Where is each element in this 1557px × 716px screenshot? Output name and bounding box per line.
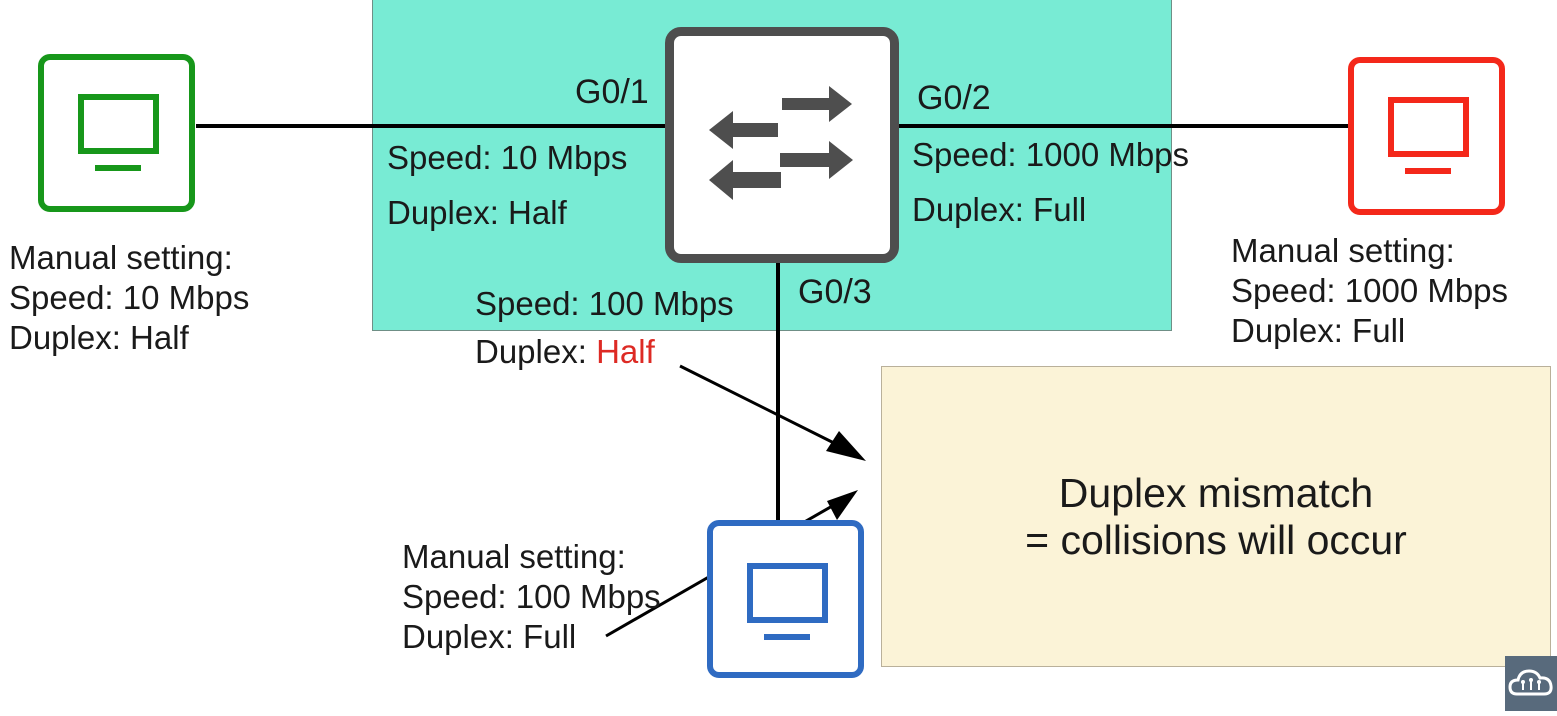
switch-arrows-icon	[709, 86, 853, 200]
pc-left-speed: Speed: 10 Mbps	[9, 279, 250, 316]
port-label-g02: G0/2	[917, 79, 991, 117]
pc-bottom[interactable]	[707, 520, 864, 678]
pc-bottom-heading: Manual setting:	[402, 538, 626, 575]
arrow-head-switch	[826, 431, 866, 461]
pc-left[interactable]	[38, 54, 195, 212]
mismatch-note-box	[881, 366, 1551, 667]
pc-left-settings: Manual setting: Speed: 10 Mbps Duplex: H…	[9, 238, 249, 358]
g02-duplex: Duplex: Full	[912, 191, 1087, 228]
mismatch-message: Duplex mismatch = collisions will occur	[881, 470, 1551, 564]
port-label-g03: G0/3	[798, 273, 872, 311]
g03-duplex-value: Half	[596, 333, 655, 370]
arrow-switch-duplex-to-note	[679, 364, 837, 446]
g01-speed: Speed: 10 Mbps	[387, 139, 628, 176]
pc-right-speed: Speed: 1000 Mbps	[1231, 272, 1509, 309]
pc-bottom-settings: Manual setting: Speed: 100 Mbps Duplex: …	[402, 537, 661, 657]
pc-right-duplex: Duplex: Full	[1231, 312, 1406, 349]
g03-speed: Speed: 100 Mbps	[475, 285, 734, 322]
monitor-icon	[78, 94, 159, 171]
g01-duplex: Duplex: Half	[387, 194, 567, 231]
g03-duplex: Duplex: Half	[475, 332, 655, 372]
pc-left-heading: Manual setting:	[9, 239, 233, 276]
g02-speed: Speed: 1000 Mbps	[912, 136, 1190, 173]
pc-left-duplex: Duplex: Half	[9, 319, 189, 356]
port-label-g01: G0/1	[575, 73, 649, 111]
pc-right[interactable]	[1348, 57, 1505, 215]
monitor-icon	[747, 563, 828, 640]
pc-bottom-speed: Speed: 100 Mbps	[402, 578, 661, 615]
monitor-icon	[1388, 97, 1469, 174]
mismatch-line-1: Duplex mismatch	[1058, 470, 1374, 516]
pc-right-heading: Manual setting:	[1231, 232, 1455, 269]
pc-right-settings: Manual setting: Speed: 1000 Mbps Duplex:…	[1231, 231, 1508, 351]
mismatch-line-2: = collisions will occur	[1025, 517, 1407, 563]
pc-bottom-duplex: Duplex: Full	[402, 618, 577, 655]
switch-device[interactable]	[665, 27, 899, 263]
cloud-network-logo-icon	[1505, 656, 1557, 711]
arrow-head-pc	[827, 490, 858, 520]
g03-duplex-prefix: Duplex:	[475, 333, 597, 370]
